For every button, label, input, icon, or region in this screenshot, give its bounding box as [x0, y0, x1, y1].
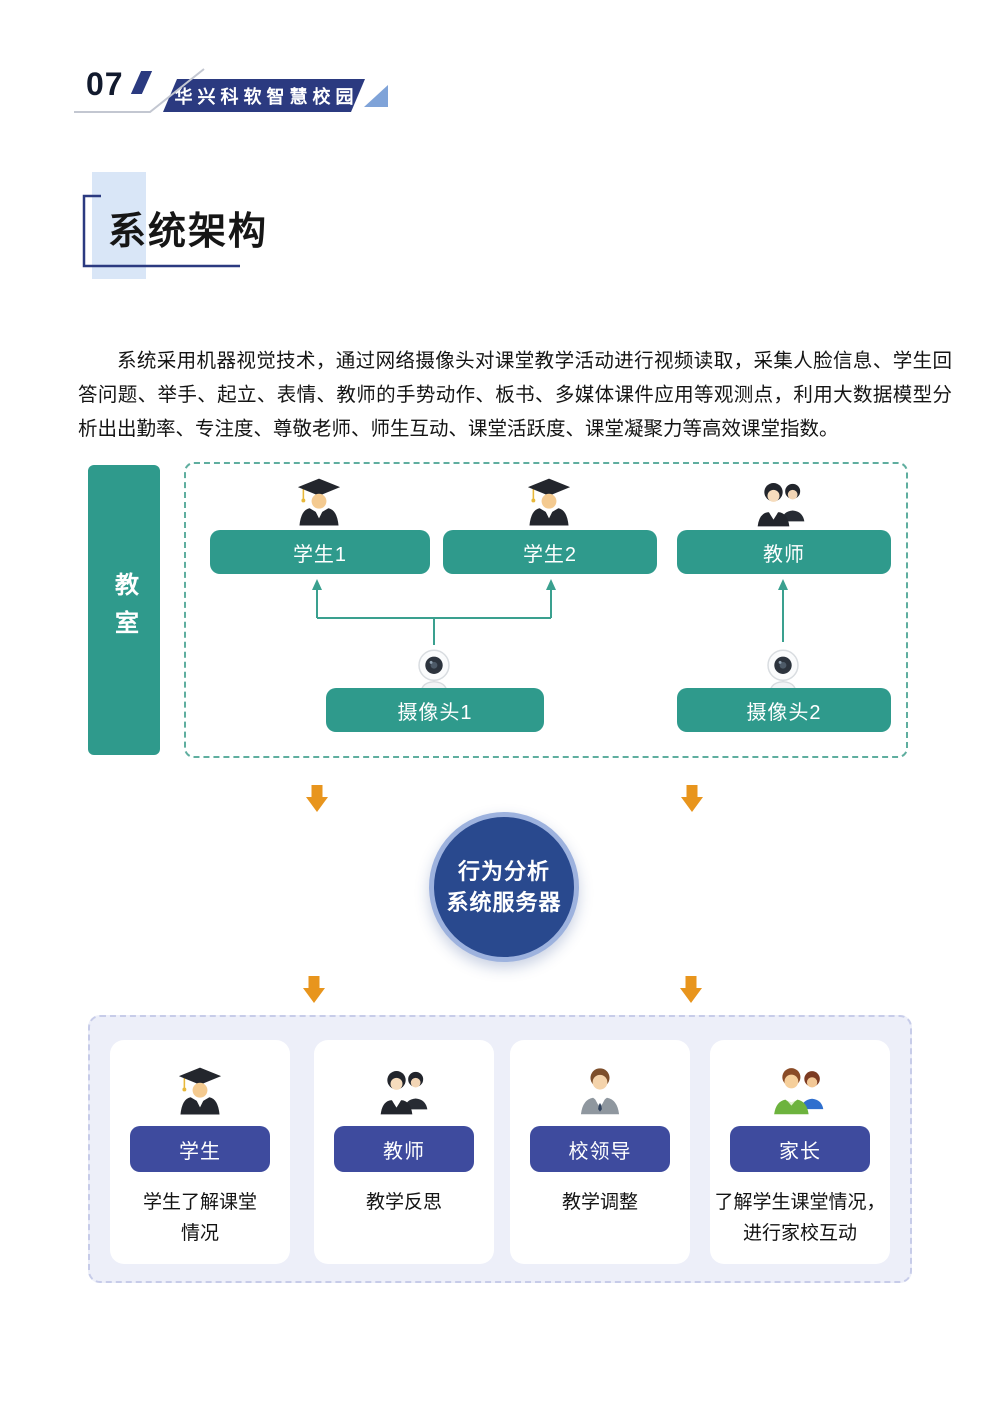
node-camera-2: 摄像头2 — [677, 688, 891, 732]
output-card-parents: 家长 了解学生课堂情况， 进行家校互动 — [710, 1040, 890, 1264]
section-title: 系统架构 — [108, 211, 269, 253]
role-badge-principal: 校领导 — [530, 1126, 670, 1172]
role-badge-teacher: 教师 — [334, 1126, 474, 1172]
header-brand-banner: 华兴科软智慧校园 — [163, 79, 365, 112]
graduate-icon — [176, 1064, 224, 1116]
output-desc: 学生了解课堂 情况 — [142, 1192, 257, 1244]
header-slash-decoration — [130, 71, 153, 94]
role-badge-parents: 家长 — [730, 1126, 870, 1172]
node-camera-1: 摄像头1 — [326, 688, 544, 732]
output-card-principal: 校领导 教学调整 — [510, 1040, 690, 1264]
output-desc: 教学调整 — [561, 1192, 638, 1213]
output-desc: 教学反思 — [365, 1192, 442, 1213]
role-badge-student: 学生 — [130, 1126, 270, 1172]
intro-paragraph: 系统采用机器视觉技术，通过网络摄像头对课堂教学活动进行视频读取，采集人脸信息、学… — [78, 349, 952, 440]
graduate-icon — [295, 477, 343, 527]
server-label: 行为分析 系统服务器 — [446, 859, 562, 915]
parents-icon — [771, 1064, 829, 1116]
principal-icon — [575, 1064, 625, 1116]
page-number: 07 — [86, 66, 124, 102]
node-student-2: 学生2 — [443, 530, 657, 574]
teacher-icon — [377, 1064, 431, 1116]
brand-title: 华兴科软智慧校园 — [174, 86, 359, 107]
graduate-icon — [525, 477, 573, 527]
output-desc: 了解学生课堂情况， 进行家校互动 — [714, 1192, 886, 1244]
node-student-1: 学生1 — [210, 530, 430, 574]
teacher-icon — [754, 478, 808, 528]
outputs-panel: 学生 学生了解课堂 情况 教师 教学反思 校领导 教学调整 家长 了解学生课堂情… — [88, 1015, 912, 1283]
classroom-label: 教室 — [110, 572, 138, 648]
classroom-bar: 教室 — [88, 465, 160, 755]
header-triangle-decoration — [364, 85, 388, 107]
output-card-teacher: 教师 教学反思 — [314, 1040, 494, 1264]
server-circle: 行为分析 系统服务器 — [429, 812, 579, 962]
output-card-student: 学生 学生了解课堂 情况 — [110, 1040, 290, 1264]
node-teacher: 教师 — [677, 530, 891, 574]
